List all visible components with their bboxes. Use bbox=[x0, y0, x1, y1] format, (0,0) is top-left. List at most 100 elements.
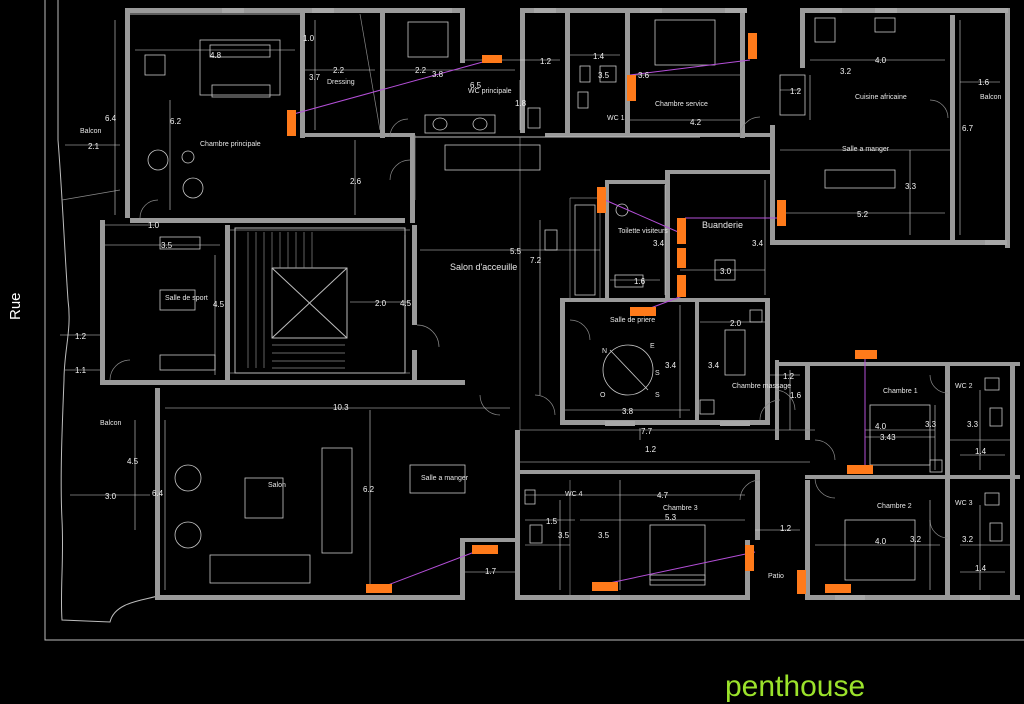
device-marker bbox=[630, 307, 656, 316]
compass: N E S O S bbox=[600, 343, 660, 399]
room-label: WC 1 bbox=[607, 115, 625, 122]
room-label: WC 2 bbox=[955, 383, 973, 390]
dimension-value: 1.6 bbox=[978, 78, 990, 87]
dimension-value: 6.2 bbox=[170, 117, 182, 126]
room-label: Balcon bbox=[100, 420, 122, 427]
dimension-value: 3.5 bbox=[598, 71, 610, 80]
device-marker bbox=[592, 582, 618, 591]
dimension-value: 1.4 bbox=[975, 447, 987, 456]
dimension-value: 3.2 bbox=[962, 535, 974, 544]
device-marker bbox=[366, 584, 392, 593]
dimension-value: 1.0 bbox=[148, 221, 160, 230]
device-markers bbox=[287, 33, 877, 594]
room-label: Salle de sport bbox=[165, 295, 208, 302]
dimension-value: 4.0 bbox=[875, 422, 887, 431]
dimension-value: 3.0 bbox=[105, 492, 117, 501]
dimension-value: 1.6 bbox=[790, 391, 802, 400]
device-marker bbox=[855, 350, 877, 359]
room-label: Chambre service bbox=[655, 101, 708, 108]
dimension-value: 1.2 bbox=[645, 445, 657, 454]
dimension-value: 3.3 bbox=[925, 420, 937, 429]
room-labels: Chambre principale Dressing WC principal… bbox=[80, 79, 1002, 580]
dimension-value: 2.0 bbox=[375, 299, 387, 308]
dimension-value: 3.8 bbox=[622, 407, 634, 416]
dimension-value: 4.5 bbox=[127, 457, 139, 466]
dimension-value: 3.0 bbox=[720, 267, 732, 276]
dimension-value: 4.5 bbox=[400, 299, 412, 308]
dimension-value: 1.2 bbox=[783, 372, 795, 381]
dimension-value: 3.8 bbox=[432, 70, 444, 79]
room-label: Chambre 3 bbox=[663, 505, 698, 512]
dimension-value: 1.2 bbox=[780, 524, 792, 533]
dimension-value: 1.2 bbox=[75, 332, 87, 341]
room-label: WC principale bbox=[468, 88, 512, 95]
dimension-value: 1.0 bbox=[303, 34, 315, 43]
room-label: Toilette visiteurs bbox=[618, 228, 668, 235]
dimension-value: 6.2 bbox=[363, 485, 375, 494]
dimension-value: 3.7 bbox=[309, 73, 321, 82]
dimension-value: 3.3 bbox=[967, 420, 979, 429]
room-label: Salle a manger bbox=[421, 475, 469, 482]
staircase bbox=[234, 227, 406, 374]
dimension-value: 1.6 bbox=[634, 277, 646, 286]
furniture bbox=[144, 17, 1003, 586]
dimension-value: 3.5 bbox=[161, 241, 173, 250]
room-label: Cuisine africaine bbox=[855, 94, 907, 101]
device-marker bbox=[847, 465, 873, 474]
dimension-value: 3.2 bbox=[910, 535, 922, 544]
room-label: Balcon bbox=[980, 94, 1002, 101]
dimension-value: 3.4 bbox=[665, 361, 677, 370]
dimension-value: 1.2 bbox=[540, 57, 552, 66]
svg-text:S: S bbox=[655, 370, 660, 377]
window-markers bbox=[222, 8, 1008, 600]
dimension-value: 2.2 bbox=[333, 66, 345, 75]
dimension-value: 4.0 bbox=[875, 537, 887, 546]
dimension-value: 3.4 bbox=[752, 239, 764, 248]
device-marker bbox=[797, 570, 806, 594]
dimension-value: 7.7 bbox=[641, 427, 653, 436]
room-label: Buanderie bbox=[702, 220, 743, 230]
room-label: Dressing bbox=[327, 79, 355, 86]
dimension-value: 6.4 bbox=[105, 114, 117, 123]
dimension-value: 1.2 bbox=[790, 87, 802, 96]
dimension-value: 6.5 bbox=[470, 81, 482, 90]
wiring-lines bbox=[289, 59, 866, 589]
page-title: penthouse bbox=[725, 670, 865, 703]
dimension-value: 1.1 bbox=[75, 366, 87, 375]
dimension-value: 4.8 bbox=[210, 51, 222, 60]
device-marker bbox=[677, 248, 686, 268]
room-label: WC 3 bbox=[955, 500, 973, 507]
dimension-value: 1.4 bbox=[593, 52, 605, 61]
svg-text:N: N bbox=[602, 348, 607, 355]
room-label: Chambre 2 bbox=[877, 503, 912, 510]
room-label: Patio bbox=[768, 573, 784, 580]
dimension-value: 6.4 bbox=[152, 489, 164, 498]
dimension-value: 1.7 bbox=[485, 567, 497, 576]
dimension-value: 1.4 bbox=[975, 564, 987, 573]
svg-text:O: O bbox=[600, 392, 606, 399]
device-marker bbox=[472, 545, 498, 554]
svg-text:S: S bbox=[655, 392, 660, 399]
device-marker bbox=[482, 55, 502, 63]
room-label: Chambre massage bbox=[732, 383, 791, 390]
dimension-value: 3.4 bbox=[708, 361, 720, 370]
device-marker bbox=[597, 187, 606, 213]
device-marker bbox=[777, 200, 786, 226]
dimension-value: 2.2 bbox=[415, 66, 427, 75]
dimension-value: 3.2 bbox=[840, 67, 852, 76]
device-marker bbox=[287, 110, 296, 136]
room-label: WC 4 bbox=[565, 491, 583, 498]
dimension-value: 4.5 bbox=[213, 300, 225, 309]
dimension-value: 1.8 bbox=[515, 99, 527, 108]
dimension-value: 10.3 bbox=[333, 403, 349, 412]
dimension-value: 4.2 bbox=[690, 118, 702, 127]
dimension-value: 3.5 bbox=[598, 531, 610, 540]
device-marker bbox=[677, 275, 686, 297]
device-marker bbox=[825, 584, 851, 593]
site-boundary bbox=[44, 0, 1024, 641]
dimension-value: 6.7 bbox=[962, 124, 974, 133]
svg-text:E: E bbox=[650, 343, 655, 350]
device-marker bbox=[627, 75, 636, 101]
dimension-value: 2.0 bbox=[730, 319, 742, 328]
